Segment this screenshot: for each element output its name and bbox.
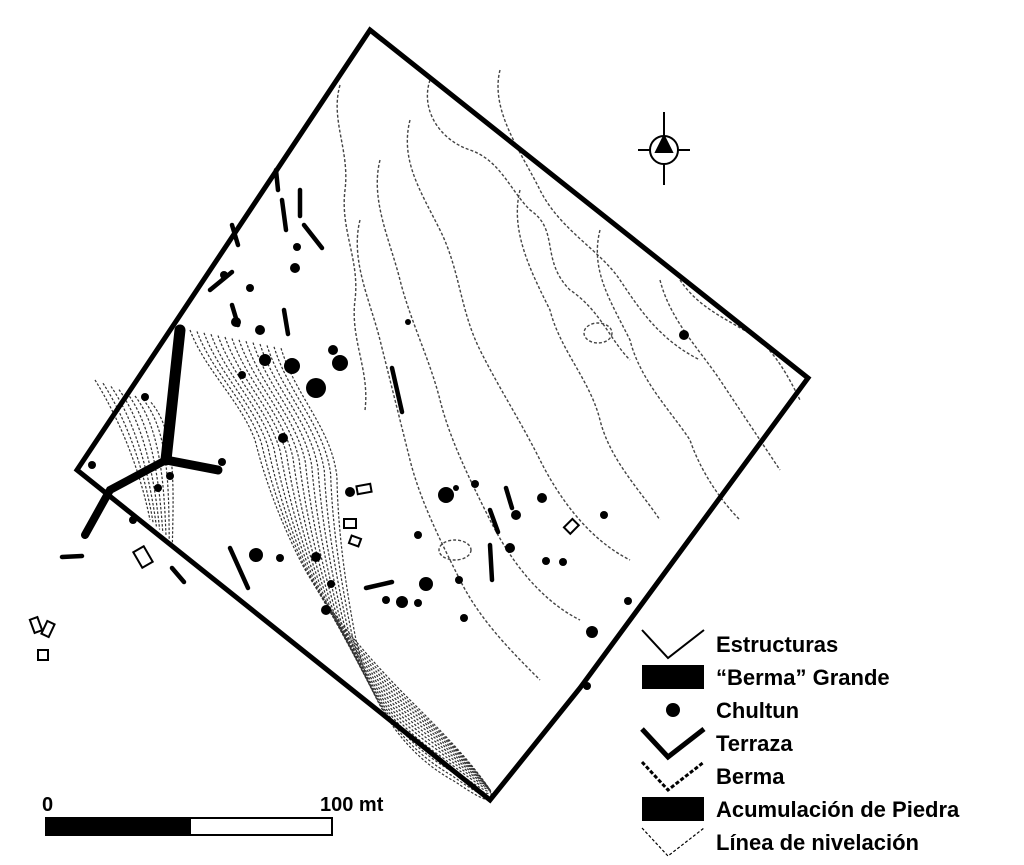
legend-label: Chultun [716, 698, 799, 723]
chultun-dot [382, 596, 390, 604]
legend-label: “Berma” Grande [716, 665, 890, 690]
chultun-dot [414, 531, 422, 539]
chultun-dot [321, 605, 331, 615]
chultun-dot [246, 284, 254, 292]
chultun-dot [218, 458, 226, 466]
dense-contour-lines [94, 329, 493, 801]
chultun-dot [542, 557, 550, 565]
chultun-dot [306, 378, 326, 398]
contour-lines [336, 69, 801, 681]
north-arrow-icon [638, 112, 690, 185]
chultun-dot [419, 577, 433, 591]
legend-label: Terraza [716, 731, 793, 756]
dense-contour-line [231, 338, 491, 791]
chultun-dot [255, 325, 265, 335]
chultun-dot [559, 558, 567, 566]
legend-symbol-hatched-zigzag [640, 760, 705, 793]
chultun-dot [405, 319, 411, 325]
chultun-dot [276, 554, 284, 562]
chultun-dot [154, 484, 162, 492]
chultun-dot [396, 596, 408, 608]
legend-label: Estructuras [716, 632, 838, 657]
chultun-dot [238, 371, 246, 379]
legend-symbol-thick-zigzag [640, 727, 706, 761]
dense-contour-line [196, 331, 491, 791]
chultun-dot [328, 345, 338, 355]
chultun-dot [455, 576, 463, 584]
dense-contour-line [203, 332, 491, 791]
dense-contour-line [266, 345, 491, 795]
chultun-dot [231, 317, 241, 327]
chultun-dot [438, 487, 454, 503]
legend-label: Acumulación de Piedra [716, 797, 960, 822]
chultun-dot [537, 493, 547, 503]
terrace-features [59, 167, 515, 591]
chultun-dot [259, 354, 271, 366]
legend-symbol-dot [666, 703, 680, 717]
scale-end-label: 100 mt [320, 794, 384, 816]
legend-symbol-thin-zigzag [641, 827, 705, 857]
chultun-dot [284, 358, 300, 374]
chultun-dot [600, 511, 608, 519]
chultun-dot [332, 355, 348, 371]
chultun-dot [290, 263, 300, 273]
dense-contour-line [134, 395, 167, 537]
dense-contour-line [245, 341, 491, 791]
chultun-dot [88, 461, 96, 469]
chultun-dot [624, 597, 632, 605]
dense-contour-line [238, 339, 491, 791]
survey-boundary [73, 26, 812, 804]
chultun-features [88, 243, 689, 690]
chultun-dot [166, 472, 174, 480]
chultun-dot [586, 626, 598, 638]
dense-contour-line [280, 348, 493, 801]
dense-contour-line [118, 389, 161, 530]
berma-grande-feature [81, 324, 223, 539]
scale-start-label: 0 [42, 794, 53, 816]
legend-label: Berma [716, 764, 785, 789]
map-legend: Estructuras “Berma” GrandeChultunTerrazaB… [640, 629, 960, 857]
chultun-dot [293, 243, 301, 251]
legend-label: Línea de nivelación [716, 830, 919, 855]
scale-bar: 0 100 mt [42, 794, 384, 836]
legend-symbol-filled-block [642, 665, 704, 689]
chultun-dot [345, 487, 355, 497]
chultun-dot [278, 433, 288, 443]
legend-symbol-outline-zigzag [641, 629, 705, 660]
chultun-dot [679, 330, 689, 340]
dense-contour-line [110, 386, 157, 527]
chultun-dot [141, 393, 149, 401]
chultun-dot [460, 614, 468, 622]
dense-contour-line [189, 329, 491, 791]
chultun-dot [129, 516, 137, 524]
dense-contour-line [217, 335, 491, 791]
dense-contour-line [252, 342, 491, 791]
dense-contour-line [224, 336, 491, 791]
chultun-dot [511, 510, 521, 520]
chultun-dot [414, 599, 422, 607]
chultun-dot [453, 485, 459, 491]
dense-contour-line [259, 343, 491, 792]
dense-contour-line [210, 333, 491, 791]
dense-contour-line [94, 379, 151, 521]
chultun-dot [327, 580, 335, 588]
chultun-dot [505, 543, 515, 553]
dense-contour-line [273, 346, 492, 797]
chultun-dot [220, 271, 228, 279]
legend-symbol-filled-block [642, 797, 704, 821]
structure-features [28, 482, 581, 661]
chultun-dot [583, 682, 591, 690]
chultun-dot [471, 480, 479, 488]
chultun-dot [311, 552, 321, 562]
chultun-dot [249, 548, 263, 562]
dense-contour-line [126, 392, 164, 533]
dense-contour-line [150, 402, 174, 543]
